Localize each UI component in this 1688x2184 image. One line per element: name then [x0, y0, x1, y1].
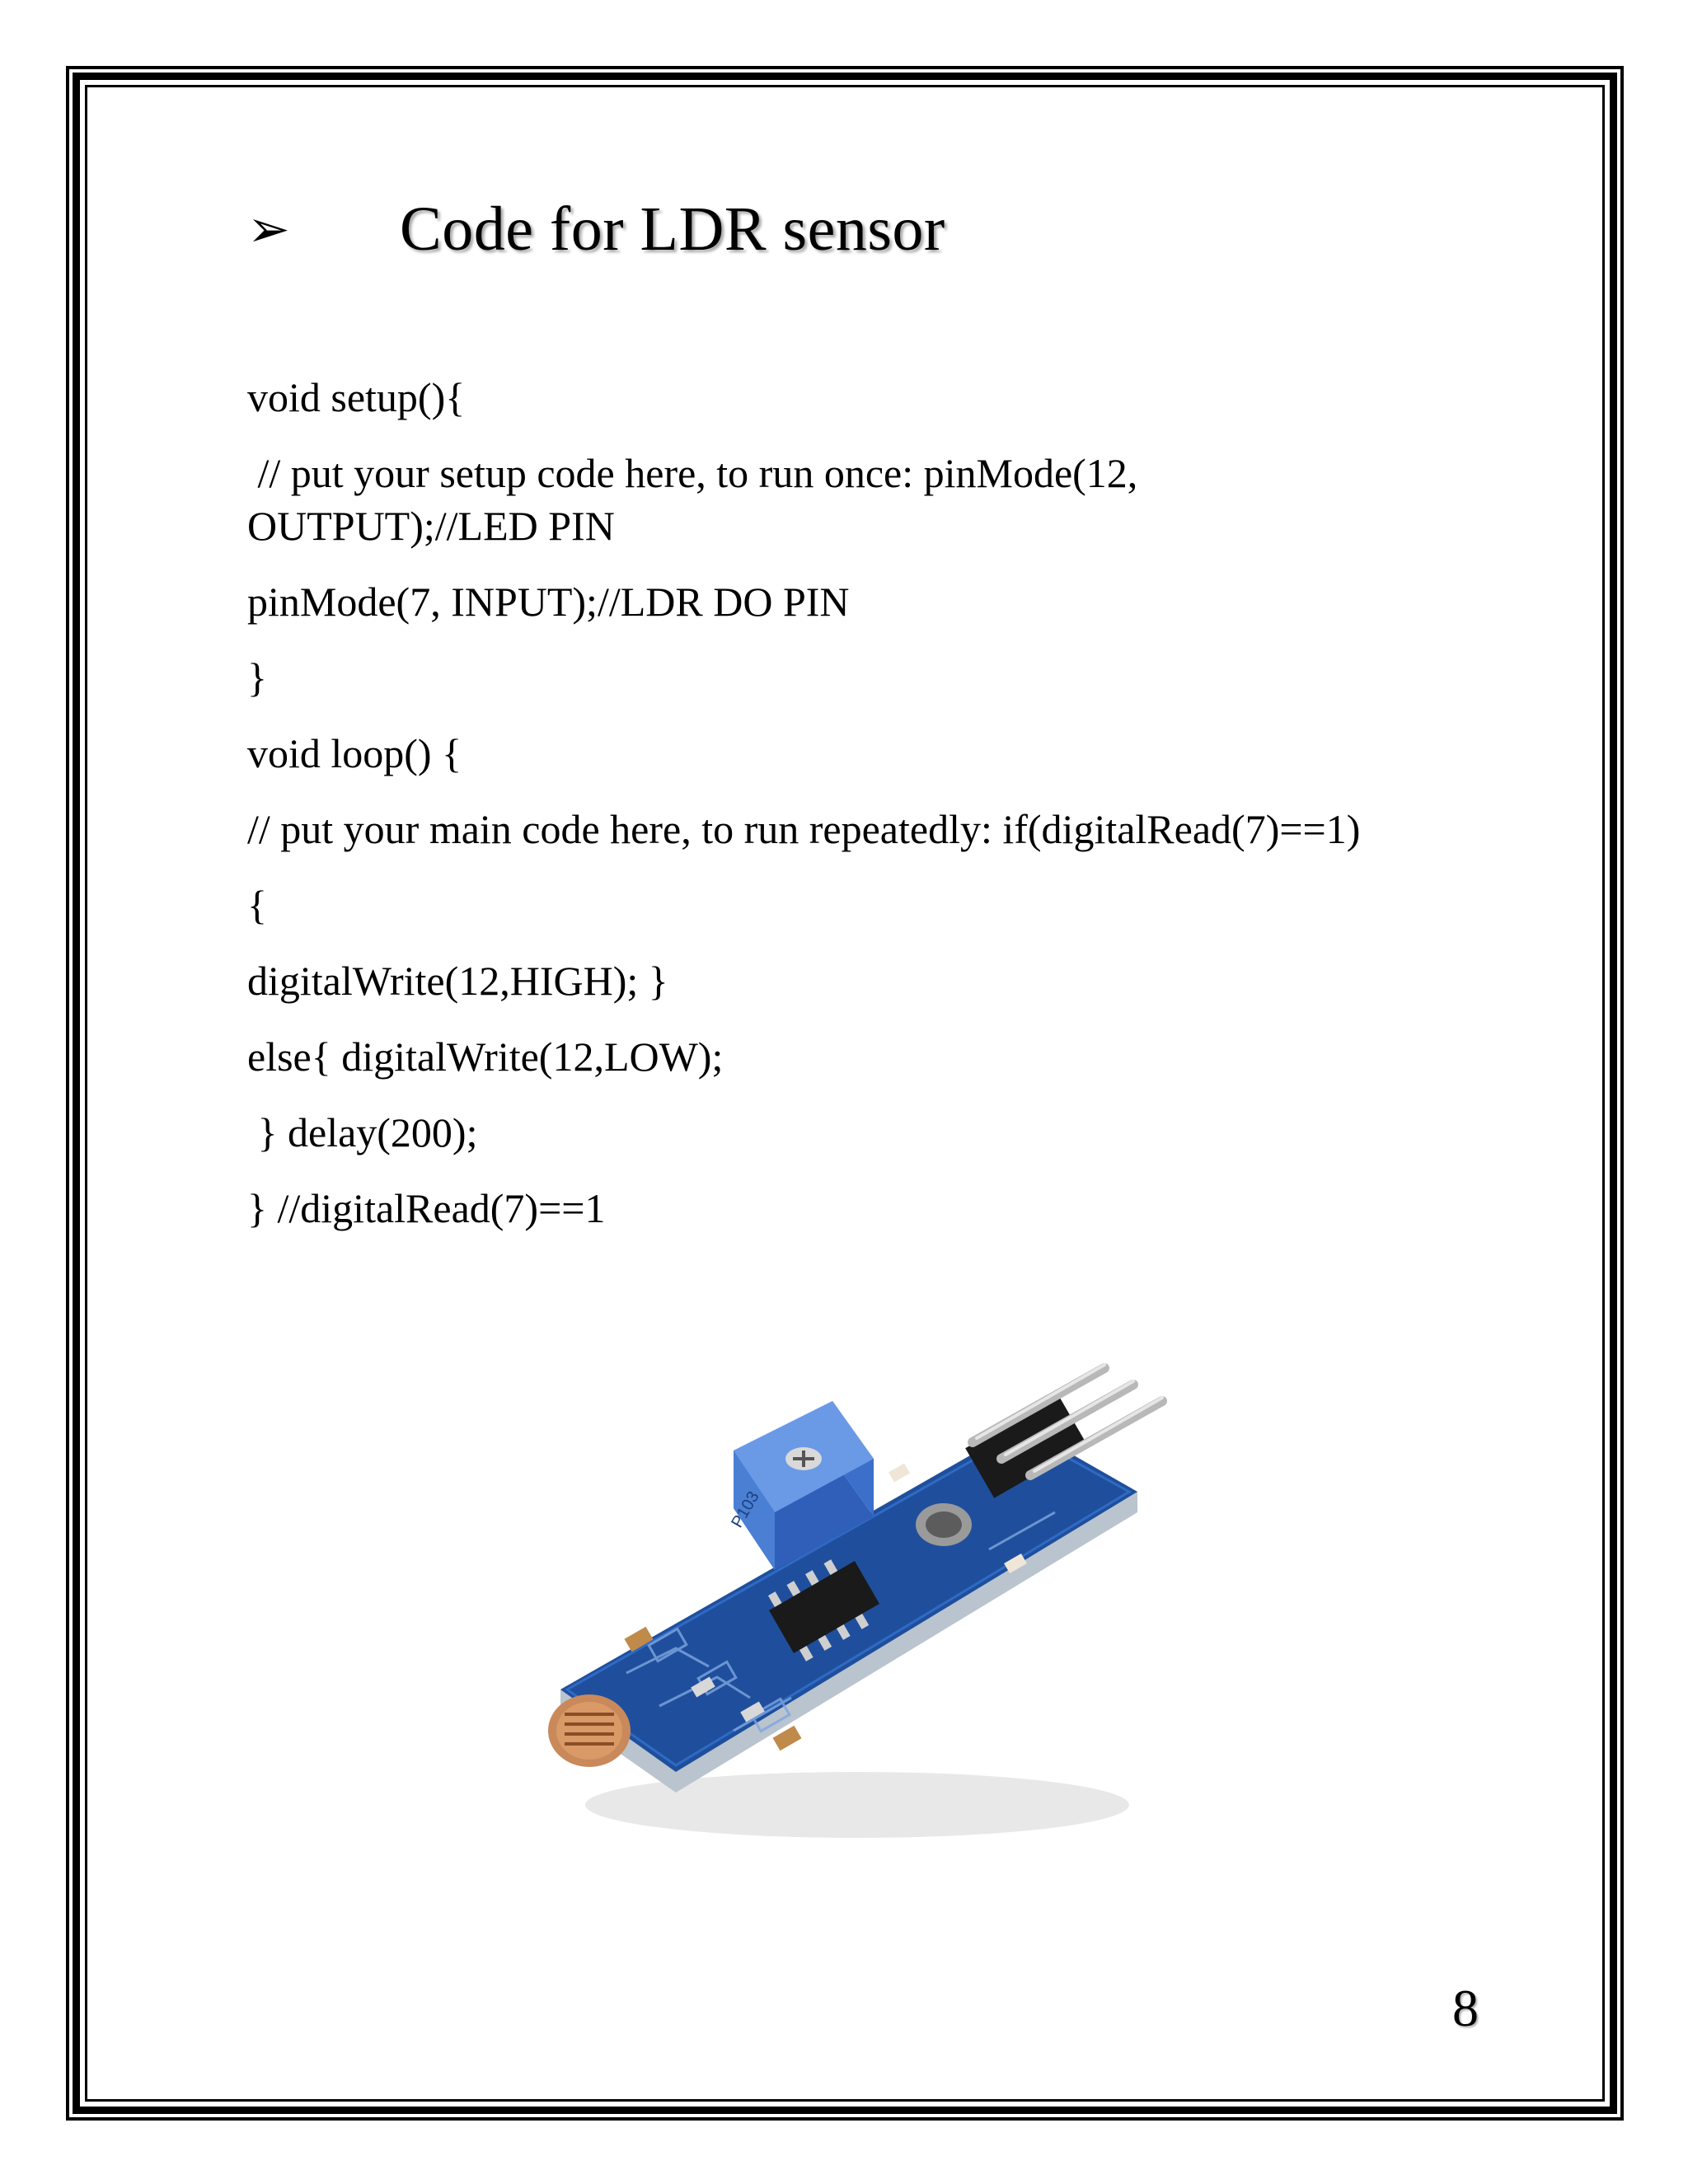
code-line: digitalWrite(12,HIGH); }	[247, 958, 668, 1004]
code-line: void loop() {	[247, 730, 462, 776]
code-line: pinMode(7, INPUT);//LDR DO PIN	[247, 579, 850, 625]
page-border-middle	[73, 73, 1617, 2114]
page-number: 8	[1452, 1979, 1479, 2037]
section-title: Code for LDR sensor	[400, 194, 945, 264]
page-border-inner	[85, 85, 1605, 2102]
code-line: // put your setup code here, to run once…	[247, 450, 1148, 549]
section-heading: ➢ Code for LDR sensor	[247, 198, 945, 260]
ldr-sensor-module-image: P103	[528, 1343, 1187, 1904]
code-listing: void setup(){ // put your setup code her…	[247, 371, 1484, 1258]
code-line: } delay(200);	[247, 1109, 478, 1155]
ldr-sensor-module-icon: P103	[548, 1363, 1167, 1838]
page-border-outer	[66, 66, 1624, 2121]
arrow-bullet-icon: ➢	[247, 199, 290, 259]
code-line: else{ digitalWrite(12,LOW);	[247, 1033, 724, 1080]
code-line: void setup(){	[247, 374, 466, 420]
code-line: // put your main code here, to run repea…	[247, 806, 1361, 852]
code-line: }	[247, 654, 267, 701]
code-line: {	[247, 882, 267, 928]
code-line: } //digitalRead(7)==1	[247, 1185, 606, 1231]
